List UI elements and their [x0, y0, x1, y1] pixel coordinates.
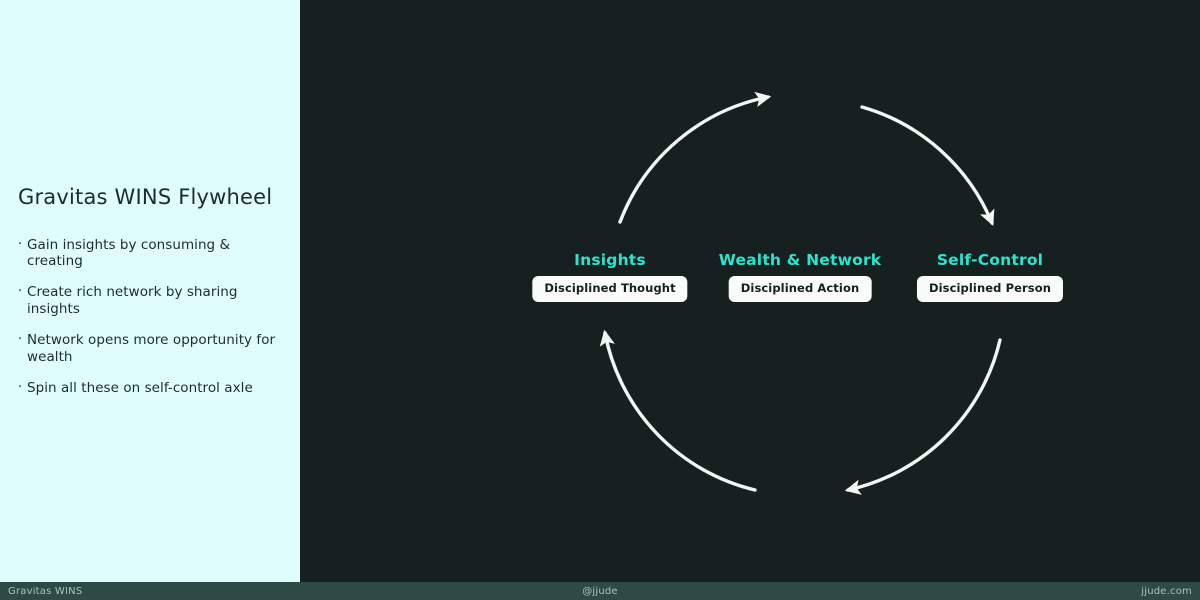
footer-website[interactable]: jjude.com [1141, 585, 1192, 597]
list-item: · Spin all these on self-control axle [18, 380, 286, 397]
page-title: Gravitas WINS Flywheel [18, 185, 273, 210]
bullet-marker-icon: · [18, 236, 23, 252]
list-item-label: Gain insights by consuming & creating [27, 236, 231, 270]
arc-top-left [618, 91, 772, 224]
arc-bottom-left [599, 329, 757, 492]
list-item: · Network opens more opportunity for wea… [18, 332, 286, 366]
list-item: · Create rich network by sharing insight… [18, 284, 286, 318]
footer-handle: @jjude [582, 585, 618, 597]
node-pill: Disciplined Action [728, 275, 872, 302]
list-item-label: Network opens more opportunity for wealt… [27, 332, 276, 365]
bullet-marker-icon: · [18, 379, 23, 395]
list-item: · Gain insights by consuming & creating [18, 237, 286, 271]
footer-brand: Gravitas WINS [8, 585, 83, 597]
node-pill: Disciplined Person [916, 275, 1064, 302]
flywheel-diagram: Insights Disciplined Thought Wealth & Ne… [300, 0, 1200, 582]
footer-bar: Gravitas WINS @jjude jjude.com [0, 582, 1200, 600]
arc-top-right [860, 105, 995, 227]
node-pill: Disciplined Thought [532, 275, 688, 302]
list-item-label: Spin all these on self-control axle [27, 379, 253, 396]
flywheel-node-insights[interactable]: Insights Disciplined Thought [532, 251, 688, 302]
node-title: Self-Control [936, 251, 1044, 269]
flywheel-node-wealth-network[interactable]: Wealth & Network Disciplined Action [718, 251, 882, 302]
node-title: Insights [574, 251, 646, 269]
bullet-marker-icon: · [18, 284, 23, 300]
list-item-label: Create rich network by sharing insights [27, 284, 238, 318]
flywheel-node-self-control[interactable]: Self-Control Disciplined Person [916, 251, 1064, 302]
sidebar: Gravitas WINS Flywheel · Gain insights b… [0, 0, 300, 582]
arc-bottom-right [844, 338, 1002, 495]
bullet-marker-icon: · [18, 332, 23, 348]
node-title: Wealth & Network [718, 251, 882, 269]
flywheel-arcs [599, 91, 1002, 495]
